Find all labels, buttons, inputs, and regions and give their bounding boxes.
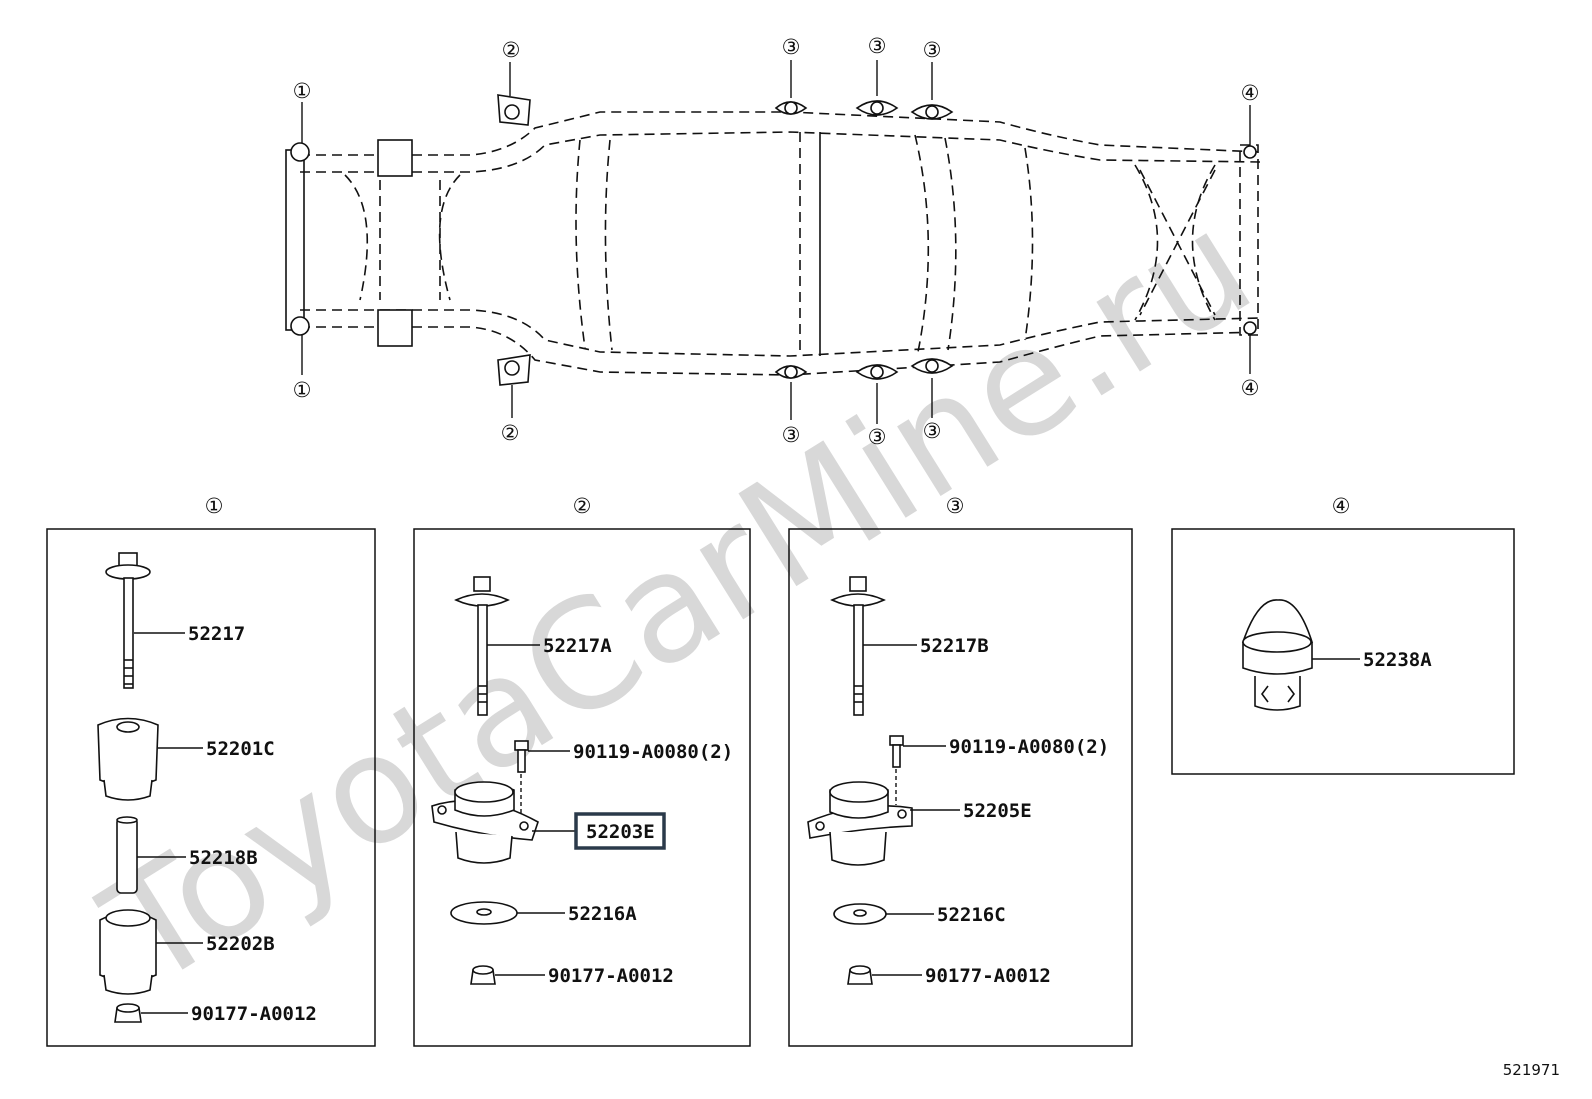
callout-3-top-c: ③ [923,38,942,62]
watermark: ToyotaCarMine.ru [76,179,1280,1021]
panel-4: ④ 52238A [1171,494,1515,775]
part-90119-a0080-1[interactable]: 90119-A0080(2) [573,741,733,763]
bolt-90119-icon [514,740,529,773]
vehicle-frame [285,94,1261,386]
panel-2-label: ② [573,494,592,518]
bolt-52217-icon [105,552,151,689]
callout-1-bottom: ① [293,378,312,402]
part-52216c[interactable]: 52216C [937,904,1006,926]
highlight-box [574,812,666,850]
frame-callouts: ① ① ② ② ③ ③ ③ ③ ③ ③ ④ ④ [293,34,1260,449]
panel-1: ① 52217 52201C 52218B [46,494,376,1047]
part-52202b[interactable]: 52202B [206,933,275,955]
part-52216a[interactable]: 52216A [568,903,637,925]
cushion-52202b-icon [99,909,157,995]
callout-1-top: ① [293,79,312,103]
callout-4-bottom: ④ [1241,376,1260,400]
washer-52216a-icon [450,901,518,925]
part-52203e[interactable]: 52203E [586,821,655,843]
part-52217[interactable]: 52217 [188,623,245,645]
panel-3-label: ③ [946,494,965,518]
part-52217b[interactable]: 52217B [920,635,989,657]
part-52218b[interactable]: 52218B [189,847,258,869]
part-90177-a0012-1[interactable]: 90177-A0012 [191,1003,317,1025]
part-52217a[interactable]: 52217A [543,635,612,657]
panel-2: ② 52217A 90119-A0080(2) 52203 [413,494,751,1047]
sleeve-52218b-icon [116,816,138,894]
callout-3-top-a: ③ [782,35,801,59]
part-90177-a0012-3[interactable]: 90177-A0012 [925,965,1051,987]
bolt-52217b-icon [830,576,886,716]
callout-3-bottom-b: ③ [868,425,887,449]
panel-3: ③ 52217B 90119-A0080(2) 52205E [788,494,1133,1047]
part-52201c[interactable]: 52201C [206,738,275,760]
mount-52203e-icon [431,781,539,864]
bolt-90119-icon-2 [889,735,904,768]
bolt-52217a-icon [454,576,510,716]
nut-90177-icon [114,1003,142,1023]
callout-2-bottom: ② [501,421,520,445]
part-52205e[interactable]: 52205E [963,800,1032,822]
nut-90177-icon-2 [470,965,496,985]
washer-52216c-icon [833,903,887,925]
nut-90177-icon-3 [847,965,873,985]
mount-52205e-icon [807,781,913,866]
callout-3-bottom-c: ③ [923,419,942,443]
callout-3-top-b: ③ [868,34,887,58]
callout-2-top: ② [502,38,521,62]
part-90177-a0012-2[interactable]: 90177-A0012 [548,965,674,987]
part-52238a[interactable]: 52238A [1363,649,1432,671]
callout-4-top: ④ [1241,81,1260,105]
panel-1-label: ① [205,494,224,518]
panel-4-label: ④ [1332,494,1351,518]
bumper-52238a-icon [1241,599,1314,711]
callout-3-bottom-a: ③ [782,423,801,447]
figure-number: 521971 [1503,1061,1560,1079]
cushion-52201c-icon [97,717,159,801]
part-90119-a0080-2[interactable]: 90119-A0080(2) [949,736,1109,758]
